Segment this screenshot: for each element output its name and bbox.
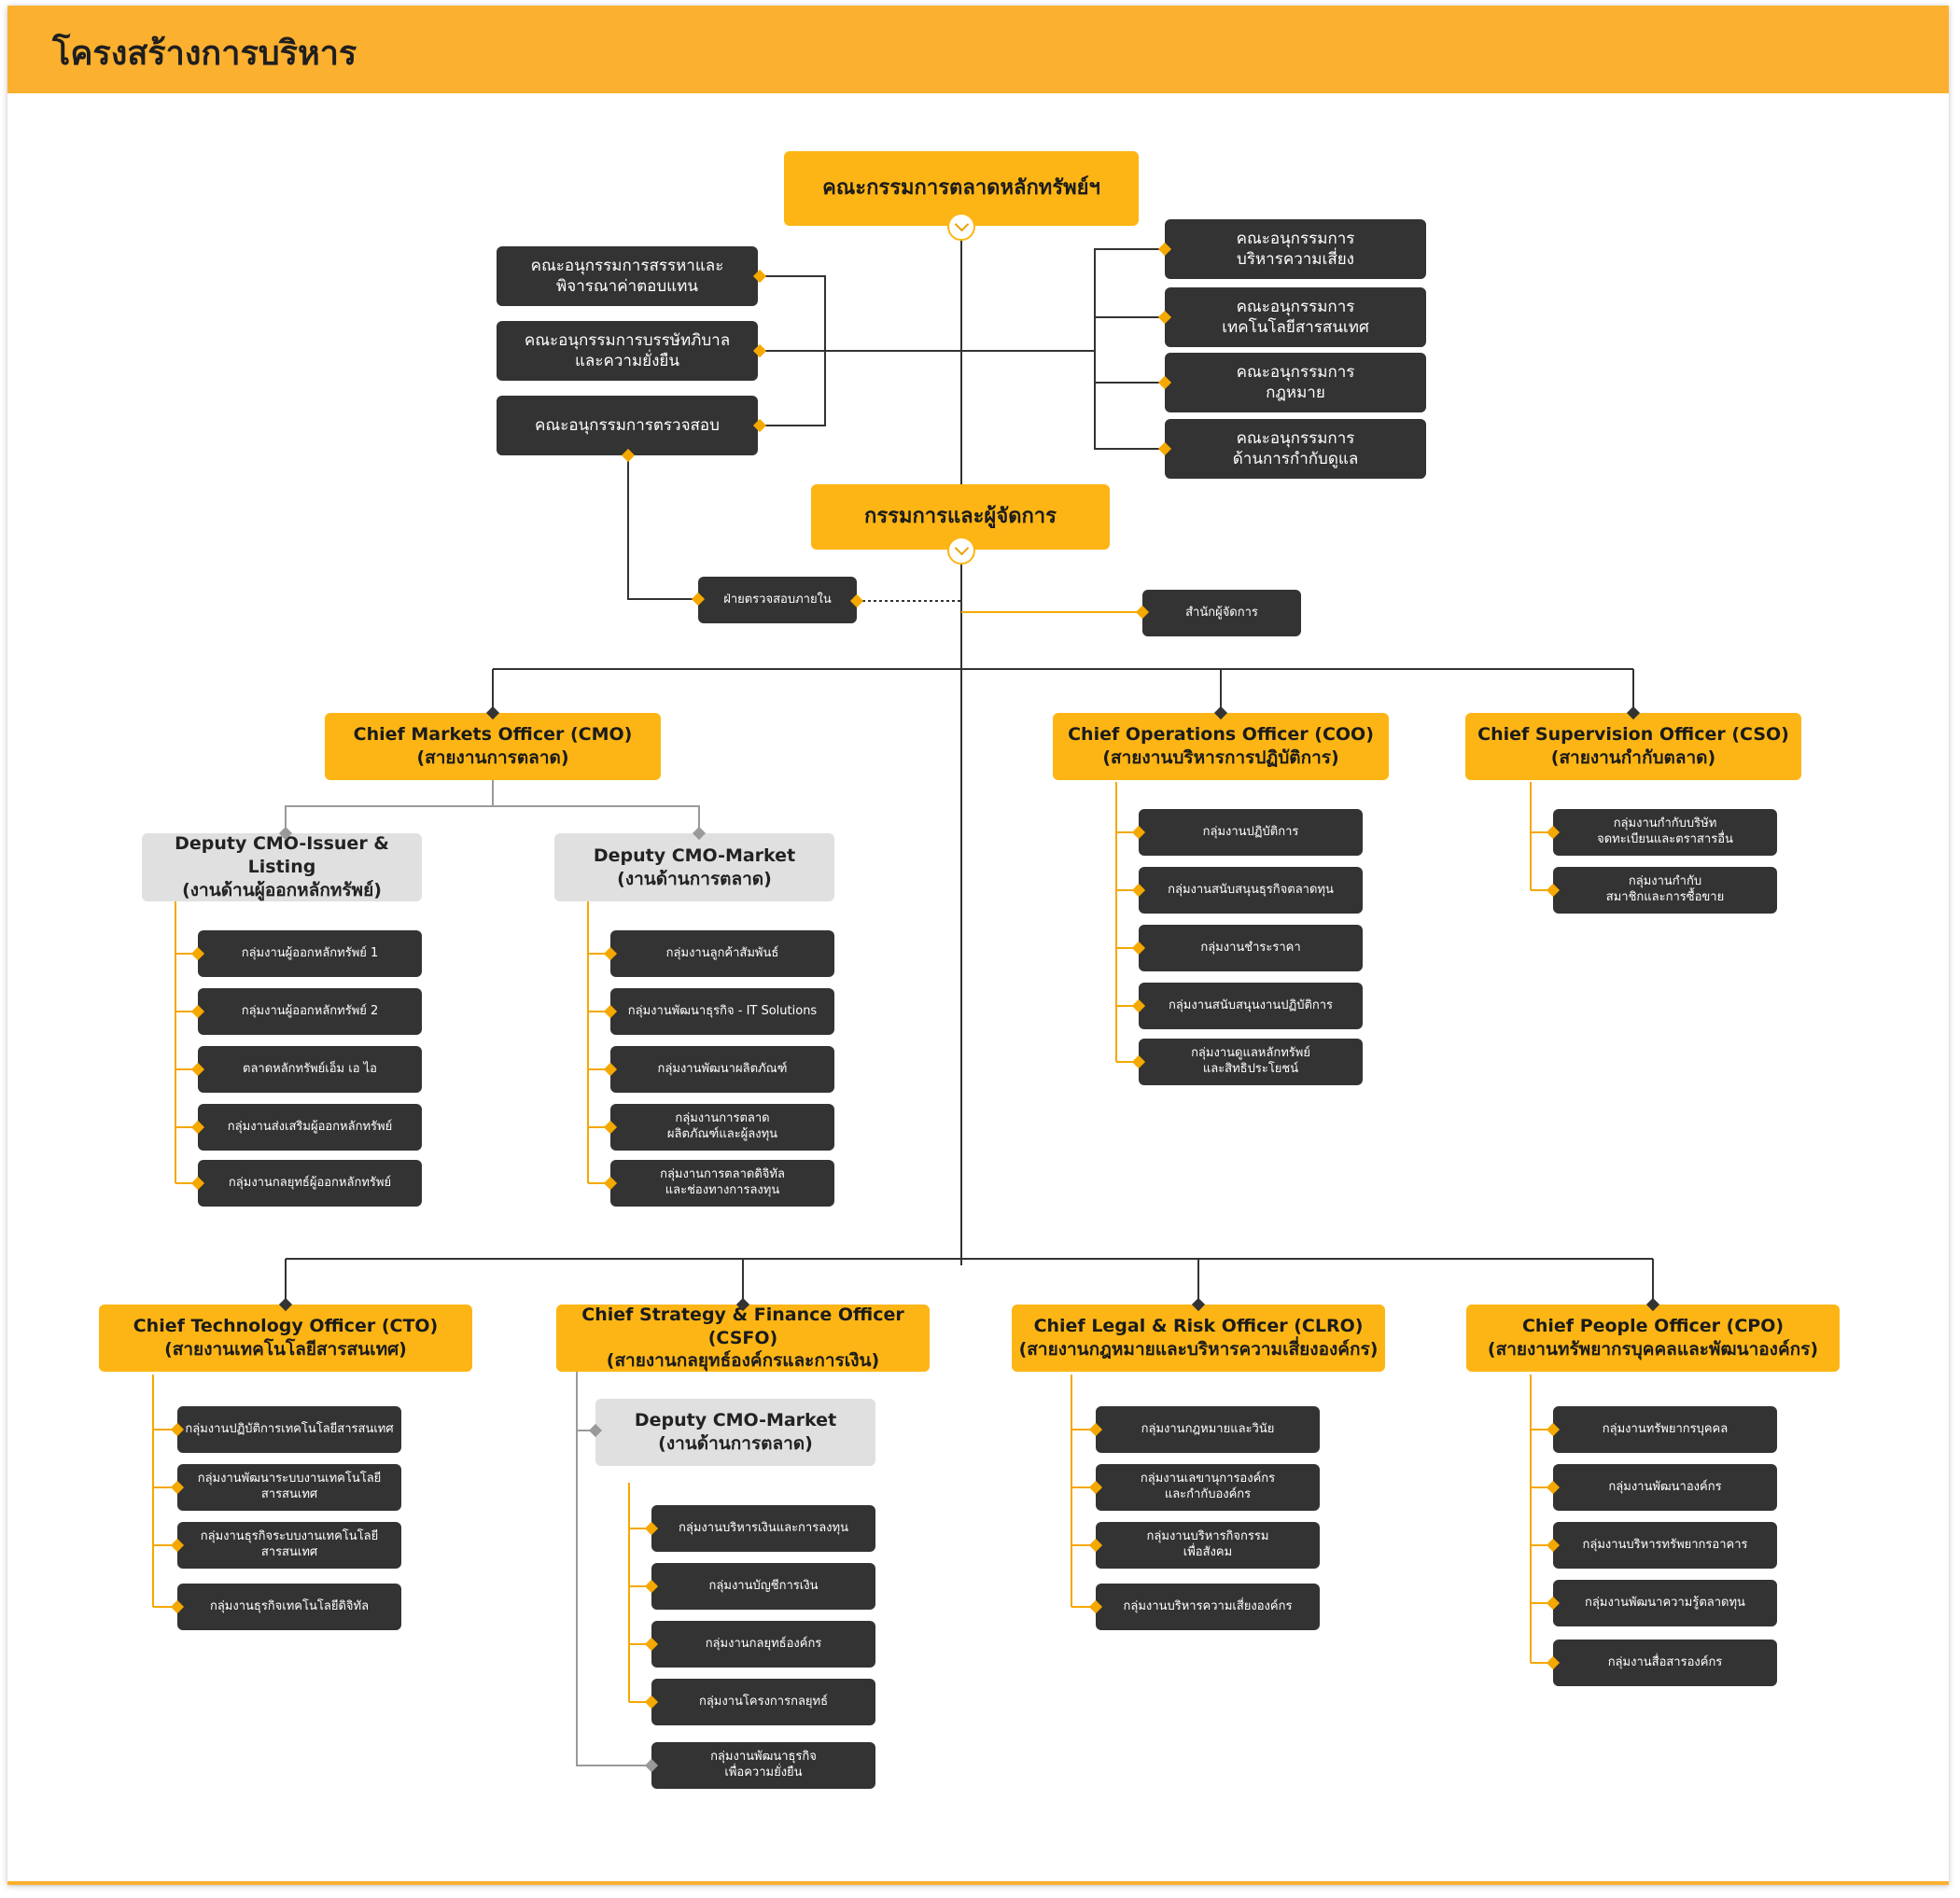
committee-governance: คณะอนุกรรมการบรรษัทภิบาล และความยั่งยืน <box>497 321 758 381</box>
cto-unit: กลุ่มงานพัฒนาระบบงานเทคโนโลยี สารสนเทศ <box>177 1464 401 1511</box>
committee-nomination: คณะอนุกรรมการสรรหาและ พิจารณาค่าตอบแทน <box>497 246 758 306</box>
cso-unit: กลุ่มงานกำกับบริษัท จดทะเบียนและตราสารอื… <box>1553 809 1777 856</box>
cpo-unit: กลุ่มงานสื่อสารองค์กร <box>1553 1640 1777 1686</box>
coo-unit: กลุ่มงานสนับสนุนธุรกิจตลาดทุน <box>1139 867 1363 914</box>
deputy-cmo-issuer-box: Deputy CMO-Issuer & Listing (งานด้านผู้อ… <box>142 833 422 901</box>
page-title: โครงสร้างการบริหาร <box>52 35 357 73</box>
clro-unit: กลุ่มงานกฎหมายและวินัย <box>1096 1406 1320 1453</box>
md-office-box: สำนักผู้จัดการ <box>1142 590 1301 636</box>
cto-unit: กลุ่มงานธุรกิจระบบงานเทคโนโลยี สารสนเทศ <box>177 1522 401 1569</box>
cmo-box: Chief Markets Officer (CMO) (สายงานการตล… <box>325 713 661 780</box>
coo-unit: กลุ่มงานปฏิบัติการ <box>1139 809 1363 856</box>
cto-unit: กลุ่มงานธุรกิจเทคโนโลยีดิจิทัล <box>177 1584 401 1630</box>
cso-box: Chief Supervision Officer (CSO) (สายงานก… <box>1465 713 1801 780</box>
committee-it: คณะอนุกรรมการ เทคโนโลยีสารสนเทศ <box>1165 287 1426 347</box>
committee-risk: คณะอนุกรรมการ บริหารความเสี่ยง <box>1165 219 1426 279</box>
clro-unit: กลุ่มงานบริหารกิจกรรม เพื่อสังคม <box>1096 1522 1320 1569</box>
csfo-unit: กลุ่มงานกลยุทธ์องค์กร <box>651 1621 875 1668</box>
cmo-issuer-unit: กลุ่มงานผู้ออกหลักทรัพย์ 2 <box>198 988 422 1035</box>
cpo-unit: กลุ่มงานทรัพยากรบุคคล <box>1553 1406 1777 1453</box>
cpo-unit: กลุ่มงานบริหารทรัพยากรอาคาร <box>1553 1522 1777 1569</box>
cmo-issuer-unit: ตลาดหลักทรัพย์เอ็ม เอ ไอ <box>198 1046 422 1093</box>
csfo-unit: กลุ่มงานโครงการกลยุทธ์ <box>651 1679 875 1725</box>
csfo-box: Chief Strategy & Finance Officer (CSFO) … <box>556 1305 930 1372</box>
chevron-down-icon <box>947 537 975 565</box>
cmo-issuer-unit: กลุ่มงานกลยุทธ์ผู้ออกหลักทรัพย์ <box>198 1160 422 1207</box>
cmo-issuer-unit: กลุ่มงานส่งเสริมผู้ออกหลักทรัพย์ <box>198 1104 422 1151</box>
committee-legal: คณะอนุกรรมการ กฎหมาย <box>1165 353 1426 412</box>
cmo-market-unit: กลุ่มงานพัฒนาผลิตภัณฑ์ <box>610 1046 834 1093</box>
committee-supervision: คณะอนุกรรมการ ด้านการกำกับดูแล <box>1165 419 1426 479</box>
coo-unit: กลุ่มงานดูแลหลักทรัพย์ และสิทธิประโยชน์ <box>1139 1039 1363 1085</box>
csfo-unit: กลุ่มงานบัญชีการเงิน <box>651 1563 875 1610</box>
coo-unit: กลุ่มงานสนับสนุนงานปฏิบัติการ <box>1139 983 1363 1029</box>
clro-box: Chief Legal & Risk Officer (CLRO) (สายงา… <box>1012 1305 1385 1372</box>
bottom-accent-line <box>7 1881 1949 1885</box>
deputy-cmo-market-box: Deputy CMO-Market (งานด้านการตลาด) <box>554 833 834 901</box>
connector-lines <box>152 239 1654 1766</box>
org-chart-card: โครงสร้างการบริหาร <box>7 6 1949 1885</box>
cmo-market-unit: กลุ่มงานการตลาดดิจิทัล และช่องทางการลงทุ… <box>610 1160 834 1207</box>
cto-unit: กลุ่มงานปฏิบัติการเทคโนโลยีสารสนเทศ <box>177 1406 401 1453</box>
cmo-market-unit: กลุ่มงานการตลาด ผลิตภัณฑ์และผู้ลงทุน <box>610 1104 834 1151</box>
csfo-sustainability-unit: กลุ่มงานพัฒนาธุรกิจ เพื่อความยั่งยืน <box>651 1742 875 1789</box>
cmo-market-unit: กลุ่มงานลูกค้าสัมพันธ์ <box>610 930 834 977</box>
header-bar: โครงสร้างการบริหาร <box>7 6 1949 93</box>
committee-audit: คณะอนุกรรมการตรวจสอบ <box>497 396 758 455</box>
cpo-unit: กลุ่มงานพัฒนาองค์กร <box>1553 1464 1777 1511</box>
clro-unit: กลุ่มงานบริหารความเสี่ยงองค์กร <box>1096 1584 1320 1630</box>
cmo-market-unit: กลุ่มงานพัฒนาธุรกิจ - IT Solutions <box>610 988 834 1035</box>
cmo-issuer-unit: กลุ่มงานผู้ออกหลักทรัพย์ 1 <box>198 930 422 977</box>
cpo-box: Chief People Officer (CPO) (สายงานทรัพยา… <box>1466 1305 1840 1372</box>
cso-unit: กลุ่มงานกำกับ สมาชิกและการซื้อขาย <box>1553 867 1777 914</box>
coo-unit: กลุ่มงานชำระราคา <box>1139 925 1363 971</box>
coo-box: Chief Operations Officer (COO) (สายงานบร… <box>1053 713 1389 780</box>
clro-unit: กลุ่มงานเลขานุการองค์กร และกำกับองค์กร <box>1096 1464 1320 1511</box>
csfo-deputy-box: Deputy CMO-Market (งานด้านการตลาด) <box>595 1399 875 1466</box>
chevron-down-icon <box>947 213 975 241</box>
csfo-unit: กลุ่มงานบริหารเงินและการลงทุน <box>651 1505 875 1552</box>
cto-box: Chief Technology Officer (CTO) (สายงานเท… <box>99 1305 472 1372</box>
internal-audit-box: ฝ่ายตรวจสอบภายใน <box>698 577 857 623</box>
cpo-unit: กลุ่มงานพัฒนาความรู้ตลาดทุน <box>1553 1580 1777 1626</box>
